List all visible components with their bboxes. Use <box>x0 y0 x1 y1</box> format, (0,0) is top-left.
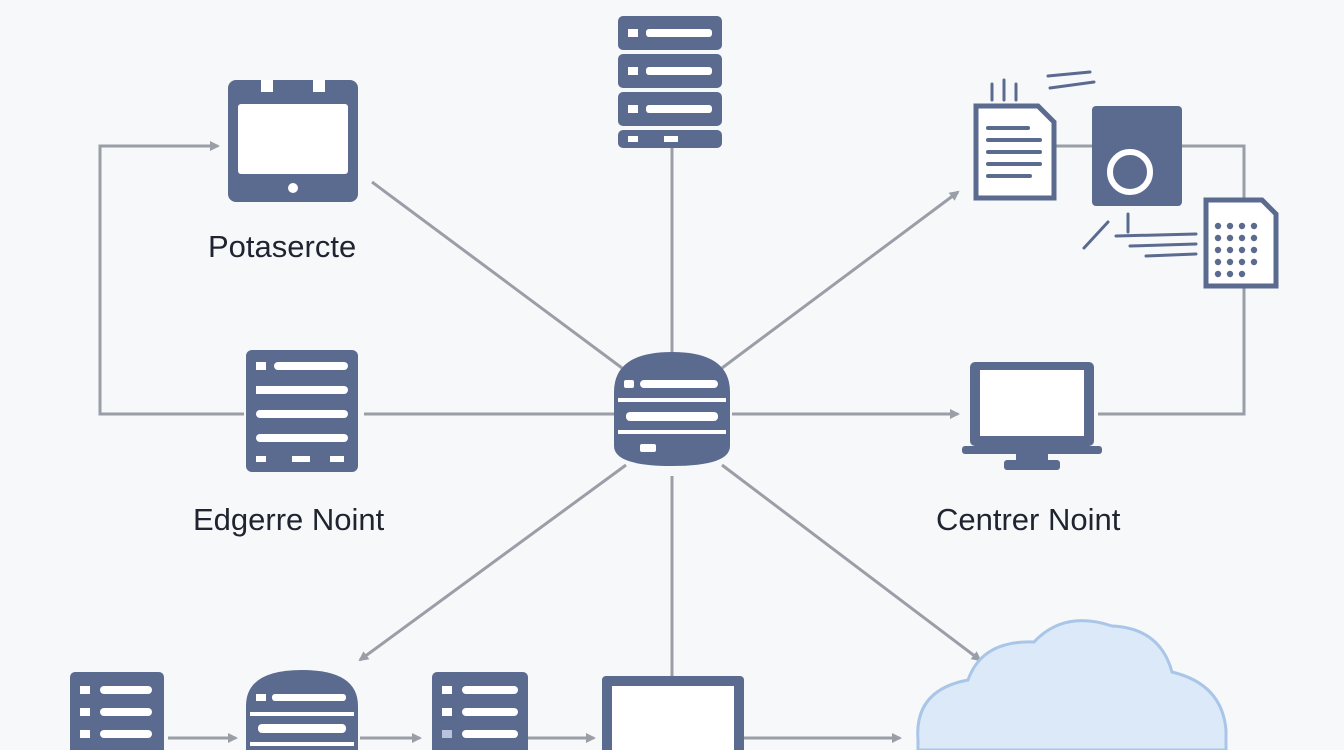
server-rack-icon <box>246 350 358 472</box>
monitor-icon <box>602 676 744 750</box>
center-node-label: Centrer Noint <box>936 502 1121 537</box>
document-icon <box>973 103 1057 201</box>
scan-lines-icon <box>1082 212 1198 258</box>
connection-hub-to-tablet <box>371 180 623 370</box>
server-rack-icon <box>70 672 164 750</box>
connections <box>98 141 1246 743</box>
server-rack-icon <box>432 672 528 750</box>
connection-edge-loop-to-tablet <box>98 141 244 416</box>
tablet-icon <box>228 80 358 202</box>
portable-node-label: Potaserc​te <box>208 229 357 264</box>
server-rack-icon <box>618 16 722 148</box>
connection-hub-to-bottom-database <box>358 463 627 662</box>
document-cluster <box>973 70 1279 289</box>
database-icon <box>614 352 730 466</box>
camera-box-icon <box>1092 106 1182 206</box>
connection-hub-to-documents <box>721 190 960 370</box>
cloud-icon <box>916 619 1228 750</box>
signal-lines-icon <box>990 70 1096 102</box>
database-icon <box>246 670 358 750</box>
monitor-icon <box>962 362 1102 470</box>
spreadsheet-document-icon <box>1203 197 1279 289</box>
edge-node-label: Edgerre Noint <box>193 502 385 537</box>
connection-hub-to-cloud <box>721 463 982 662</box>
